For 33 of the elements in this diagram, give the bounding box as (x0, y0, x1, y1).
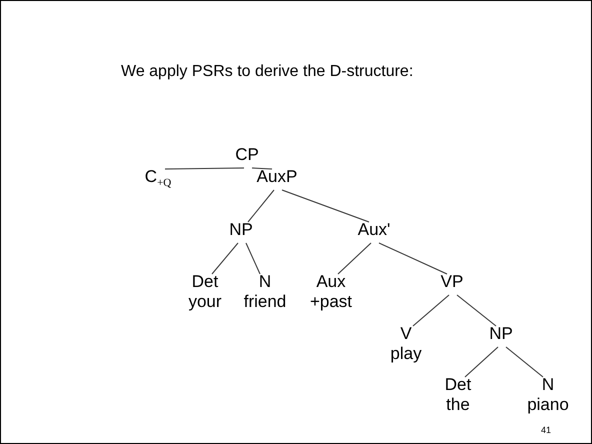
tree-branch (378, 242, 448, 274)
tree-branch (164, 168, 244, 170)
word-label: play (390, 344, 422, 364)
tree-branch (282, 190, 370, 222)
slide-title: We apply PSRs to derive the D-structure: (121, 63, 414, 81)
tree-branch (456, 294, 496, 326)
tree-branch (338, 242, 372, 274)
category-label: Det (444, 375, 472, 395)
category-label: N (258, 272, 272, 292)
tree-branch (246, 242, 260, 274)
category-label: Aux' (358, 220, 390, 240)
category-label: V (400, 324, 412, 344)
tree-branch (412, 294, 450, 326)
category-label: CP (235, 145, 259, 165)
category-label: C$_{+Q}$ (144, 167, 172, 191)
page-number: 41 (541, 425, 552, 435)
category-label: NP (489, 324, 513, 344)
tree-branch (506, 346, 544, 378)
category-label: VP (440, 272, 464, 292)
tree-branch (464, 346, 498, 378)
tree-branch (248, 190, 274, 222)
tree-branch (252, 168, 272, 170)
tree-branch (212, 242, 238, 274)
word-label: +past (310, 292, 352, 312)
category-label: Det (192, 272, 218, 292)
category-label: Aux (316, 272, 346, 292)
category-label: AuxP (256, 167, 298, 187)
word-label: the (446, 395, 470, 415)
category-label: N (542, 375, 554, 395)
word-label: friend (244, 292, 286, 312)
word-label: your (188, 292, 222, 312)
word-label: piano (527, 395, 569, 415)
category-label: NP (229, 220, 253, 240)
